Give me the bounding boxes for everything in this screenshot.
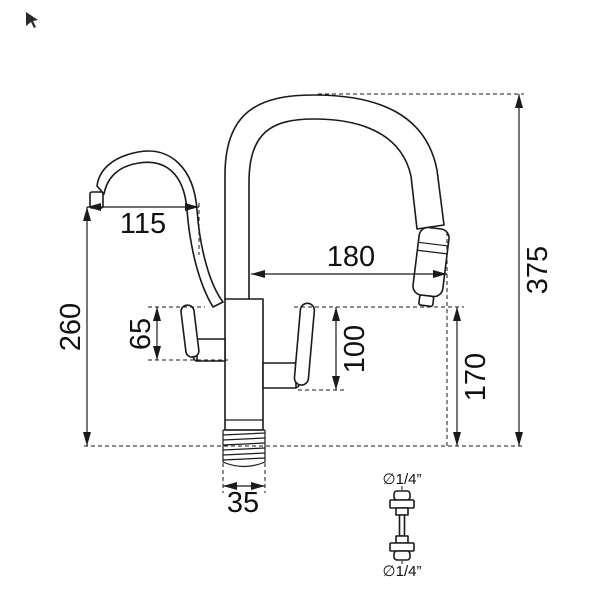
fitting-label-bottom: ∅1/4” — [383, 563, 422, 580]
faucet-drawing — [89, 94, 450, 468]
dim-label-260: 260 — [55, 303, 87, 351]
dimension-lines — [83, 94, 523, 490]
small-spout-nozzle — [89, 191, 104, 209]
dim-label-100: 100 — [339, 325, 371, 373]
dim-label-65: 65 — [125, 318, 157, 350]
dim-label-35: 35 — [227, 487, 259, 519]
faucet-body — [224, 298, 264, 431]
sprayer-head — [412, 226, 450, 308]
sprayer-nozzle-tip — [418, 294, 435, 308]
dim-label-115: 115 — [120, 208, 166, 240]
right-handle — [262, 302, 316, 389]
corner-pointer-mark — [26, 12, 38, 28]
dim-label-180: 180 — [327, 241, 375, 273]
threaded-shank — [222, 429, 266, 468]
hose-fitting-drawing — [389, 490, 415, 561]
dim-label-170: 170 — [460, 353, 492, 401]
dim-label-375: 375 — [522, 246, 554, 294]
fitting-label-top: ∅1/4” — [383, 471, 422, 488]
extension-lines — [84, 93, 524, 564]
left-handle — [180, 304, 226, 362]
main-spout-tube — [224, 94, 445, 301]
